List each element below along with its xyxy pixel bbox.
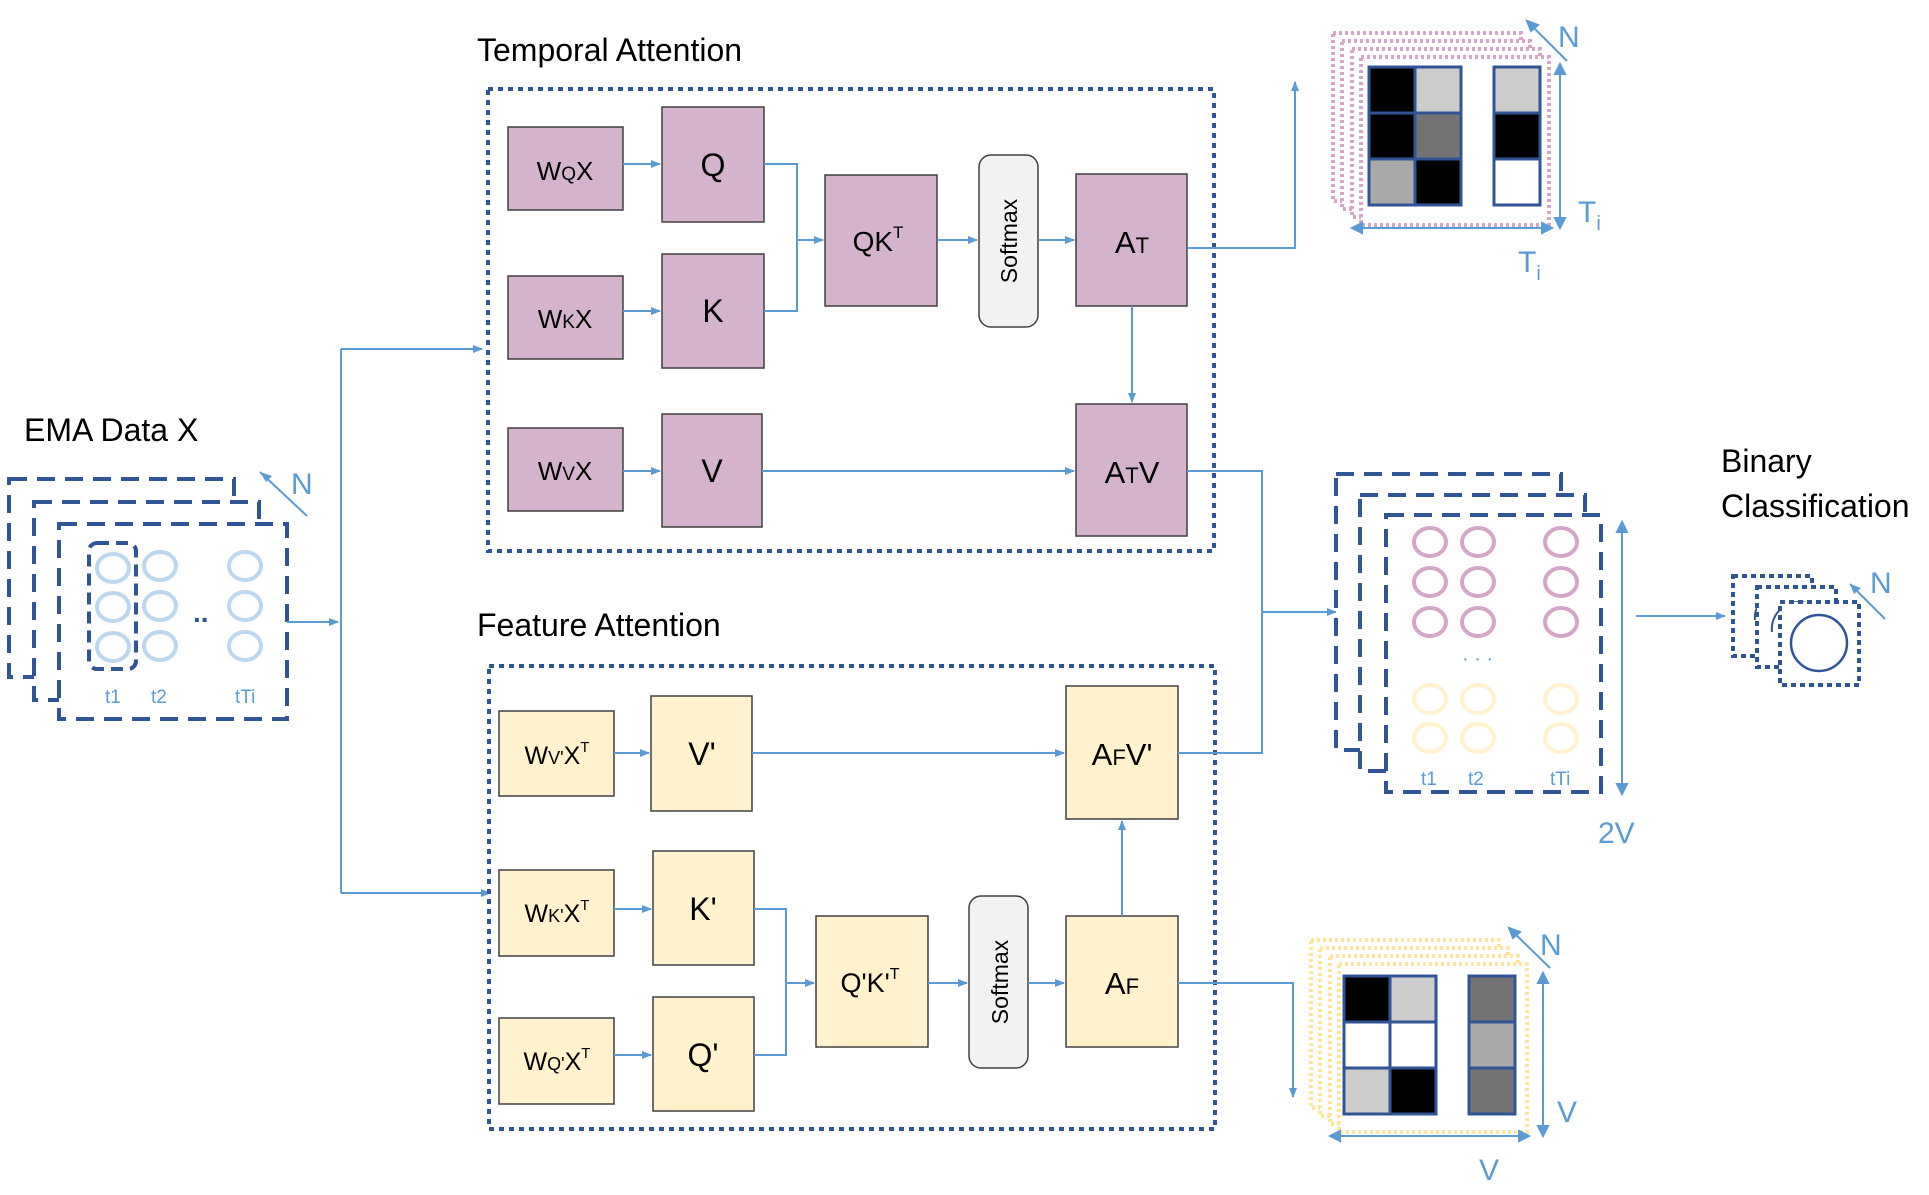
svg-text:K': K' — [689, 891, 716, 927]
temporal-wvx-box: WVX — [507, 427, 624, 512]
input-t1-label: t1 — [105, 687, 121, 708]
feature-attention-title: Feature Attention — [477, 607, 721, 643]
feature-map-v-bottom: V — [1479, 1154, 1499, 1187]
temporal-v-box: V — [661, 413, 763, 528]
merge-arrows — [1178, 470, 1337, 754]
feature-map-matrix — [1342, 974, 1438, 1116]
svg-text:AF: AF — [1105, 966, 1139, 1001]
svg-text:Q': Q' — [688, 1037, 719, 1073]
feature-wk-box: WK'XT — [498, 869, 615, 957]
svg-text:V': V' — [688, 736, 715, 772]
input-n-label: N — [291, 468, 313, 501]
combined-t1-label: t1 — [1421, 769, 1437, 790]
temporal-map-cell — [1413, 65, 1463, 115]
input-tti-label: tTi — [235, 687, 255, 708]
concatenated-block: · · · t1 t2 tTi 2V — [1334, 472, 1635, 850]
combined-tti-label: tTi — [1550, 769, 1570, 790]
temporal-map-column-cell — [1492, 65, 1542, 115]
feature-af-box: AF — [1065, 915, 1179, 1048]
temporal-map-cell — [1367, 65, 1417, 115]
feature-wq-box: WQ'XT — [498, 1017, 615, 1105]
temporal-qkt-box: QKT — [824, 174, 938, 307]
feature-map-column-cell — [1467, 1020, 1517, 1070]
temporal-map-cell — [1367, 111, 1417, 161]
temporal-arrows — [623, 81, 1299, 475]
temporal-map-cell — [1367, 157, 1417, 207]
svg-text:Softmax: Softmax — [996, 198, 1022, 283]
svg-text:ATV: ATV — [1105, 455, 1160, 490]
svg-text:K: K — [702, 293, 723, 329]
temporal-attention-frame — [486, 87, 1216, 553]
temporal-wqx-box: WQX — [507, 126, 624, 211]
feature-map-cell — [1342, 1020, 1392, 1070]
feature-map-column — [1467, 974, 1517, 1116]
feature-map-column-cell — [1467, 1066, 1517, 1116]
feature-v-box: V' — [650, 695, 753, 812]
temporal-map-matrix — [1367, 65, 1463, 207]
feature-map-column-cell — [1467, 974, 1517, 1024]
input-dots: .. — [193, 597, 209, 628]
feature-map-v-right: V — [1557, 1096, 1577, 1129]
temporal-k-box: K — [661, 253, 765, 369]
ema-data-label: EMA Data X — [24, 412, 198, 448]
temporal-wkx-box: WKX — [507, 275, 624, 360]
temporal-map-n-label: N — [1558, 21, 1580, 54]
feature-map-cell — [1388, 1020, 1438, 1070]
feature-qk-box: Q'K'T — [815, 915, 929, 1048]
combined-2v-label: 2V — [1598, 817, 1635, 850]
temporal-attention-title: Temporal Attention — [477, 32, 742, 68]
feature-map-n-label: N — [1540, 929, 1562, 962]
temporal-map-ti-right: Ti — [1578, 196, 1601, 235]
output-node — [1789, 613, 1849, 673]
temporal-q-box: Q — [661, 106, 765, 223]
svg-text:WK'XT: WK'XT — [525, 897, 590, 928]
temporal-map-column-cell — [1492, 111, 1542, 161]
input-t2-label: t2 — [151, 687, 167, 708]
feature-afv-box: AFV' — [1065, 685, 1179, 820]
temporal-at-box: AT — [1075, 173, 1188, 307]
feature-attention-map: N V V — [1309, 926, 1577, 1187]
temporal-attention-map: N Ti Ti — [1331, 19, 1601, 285]
temporal-map-cell — [1413, 157, 1463, 207]
temporal-softmax-box: Softmax — [978, 154, 1039, 328]
feature-q-box: Q' — [652, 996, 755, 1112]
svg-text:Q'K'T: Q'K'T — [840, 966, 899, 998]
svg-text:WVX: WVX — [538, 456, 593, 486]
svg-text:WV'XT: WV'XT — [525, 739, 590, 770]
svg-text:AT: AT — [1115, 225, 1149, 260]
input-data-block: .. t1 t2 tTi N — [7, 468, 313, 721]
input-window-highlight — [87, 541, 138, 671]
svg-text:Q: Q — [701, 147, 726, 183]
temporal-map-column-cell — [1492, 157, 1542, 207]
combined-t2-label: t2 — [1468, 769, 1484, 790]
feature-map-cell — [1388, 974, 1438, 1024]
feature-map-cell — [1342, 974, 1392, 1024]
binary-label-line2: Classification — [1721, 488, 1910, 524]
svg-text:WKX: WKX — [538, 304, 593, 334]
feature-map-cell — [1388, 1066, 1438, 1116]
feature-arrows — [614, 749, 1297, 1098]
temporal-atv-box: ATV — [1075, 403, 1188, 537]
feature-map-cell — [1342, 1066, 1392, 1116]
temporal-map-column — [1492, 65, 1542, 207]
binary-label-line1: Binary — [1721, 443, 1812, 479]
feature-wv-box: WV'XT — [498, 710, 615, 797]
svg-text:WQX: WQX — [537, 156, 594, 186]
combined-dots: · · · — [1462, 648, 1493, 670]
output-block: N — [1731, 567, 1892, 687]
output-n-label: N — [1870, 567, 1892, 600]
input-routing-arrows — [287, 345, 491, 897]
feature-softmax-box: Softmax — [968, 895, 1029, 1069]
svg-text:AFV': AFV' — [1092, 737, 1153, 772]
feature-attention-frame — [487, 664, 1217, 1131]
temporal-map-ti-bottom: Ti — [1518, 246, 1541, 285]
svg-text:V: V — [701, 453, 723, 489]
feature-k-box: K' — [652, 850, 755, 966]
svg-text:QKT: QKT — [853, 223, 904, 257]
svg-text:Softmax: Softmax — [987, 939, 1013, 1024]
temporal-map-cell — [1413, 111, 1463, 161]
svg-text:WQ'XT: WQ'XT — [524, 1045, 591, 1076]
